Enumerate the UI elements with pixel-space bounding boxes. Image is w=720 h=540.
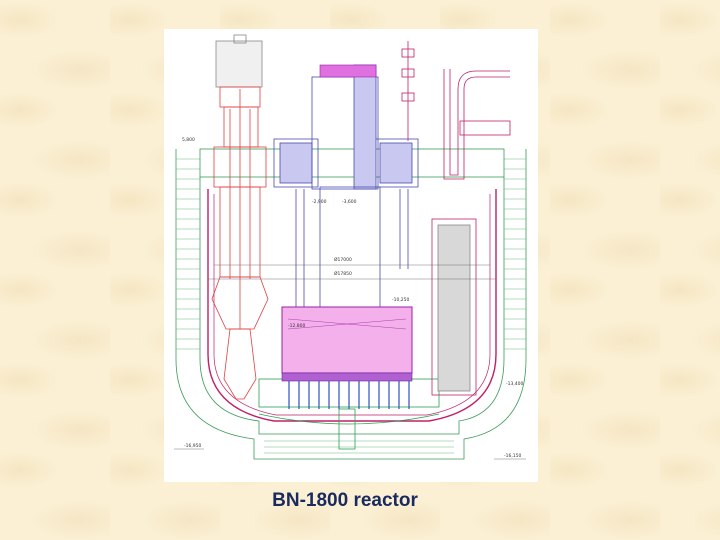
diameter-label-inner: Ø17000	[334, 256, 352, 263]
valve-stack	[401, 41, 415, 141]
reactor-drawing: 5,800 -2,900 -3,600 Ø17000 Ø17850 -10,25…	[164, 29, 538, 482]
slide-caption: BN-1800 reactor	[272, 490, 418, 511]
elevation-label-4: -12,800	[288, 323, 306, 329]
top-slab	[199, 148, 505, 178]
elevation-label-2: -3,600	[342, 199, 357, 205]
reactor-schematic: 5,800 -2,900 -3,600 Ø17000 Ø17850 -10,25…	[174, 34, 527, 460]
control-rod-drives	[319, 64, 377, 78]
elevation-label-1: -2,900	[312, 199, 327, 205]
elevation-label-5: -13,400	[506, 381, 524, 387]
diameter-label-outer: Ø17850	[334, 270, 352, 277]
reactor-core	[281, 306, 413, 382]
main-vessel	[207, 189, 497, 422]
elevation-label-7: -16,150	[504, 453, 522, 459]
rotating-plug	[273, 64, 419, 319]
elevation-label-top: 5,800	[182, 137, 195, 143]
primary-pump	[211, 34, 269, 400]
elevation-label-6: -16,950	[184, 443, 202, 449]
concrete-hatching	[176, 158, 526, 454]
concrete-shaft	[175, 149, 527, 460]
elevation-label-3: -10,250	[392, 297, 410, 303]
core-support-legs	[288, 381, 410, 409]
dimension-lines	[174, 264, 526, 460]
intermediate-heat-exchanger	[431, 69, 511, 396]
